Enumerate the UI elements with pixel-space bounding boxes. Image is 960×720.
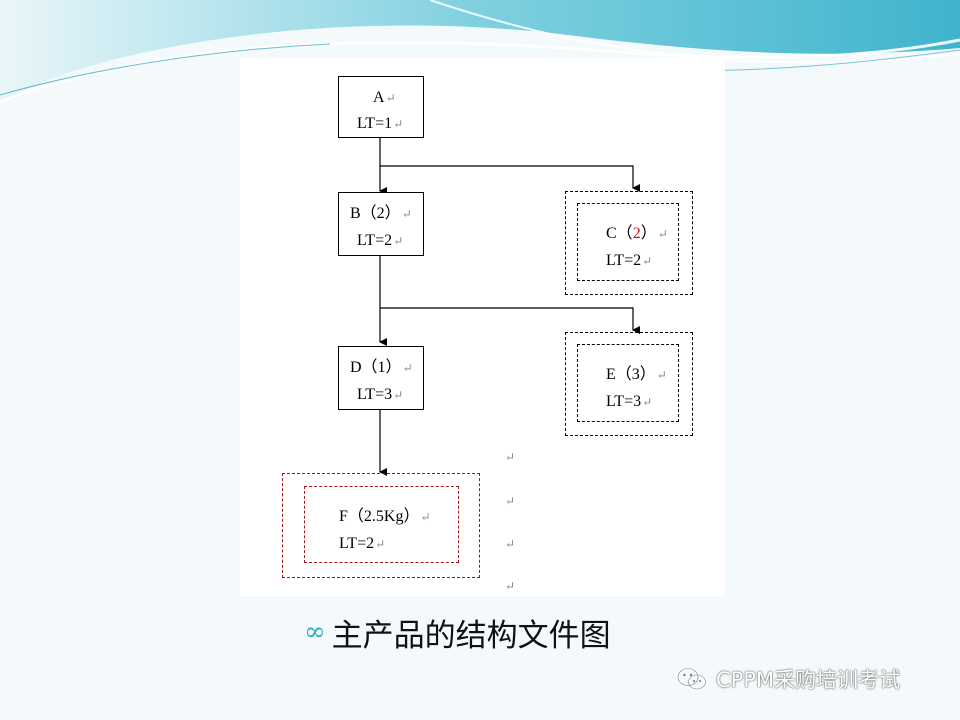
node-c-name-suffix: ）	[640, 225, 657, 242]
wechat-icon	[676, 667, 707, 691]
node-a-lt: LT=1	[357, 115, 393, 132]
node-c-qty: 2	[632, 225, 641, 242]
node-c: C（2）↵ LT=2↵	[565, 191, 693, 295]
node-b: B（2）↵ LT=2↵	[338, 192, 424, 256]
watermark-text: CPPM采购培训考试	[716, 668, 901, 692]
node-d: D（1）↵ LT=3↵	[338, 346, 424, 410]
node-e-name: E（3）	[606, 366, 656, 383]
slide-caption: ∞ 主产品的结构文件图	[304, 610, 611, 654]
node-a-name: A	[373, 89, 385, 106]
paragraph-mark: ↵	[505, 579, 516, 593]
product-structure-diagram: A↵ LT=1↵ B（2）↵ LT=2↵ C（2）↵ LT=2↵ D（1）↵ L…	[240, 58, 725, 596]
node-a: A↵ LT=1↵	[338, 76, 424, 138]
node-d-lt: LT=3	[357, 386, 393, 403]
paragraph-mark: ↵	[505, 537, 516, 551]
diagram-connectors	[379, 136, 640, 476]
node-f-lt: LT=2	[339, 535, 375, 552]
caption-text: 主产品的结构文件图	[331, 617, 611, 654]
node-f-name: F（2.5Kg）	[339, 508, 420, 525]
node-b-name: B（2）	[350, 205, 401, 222]
watermark: CPPM采购培训考试	[676, 664, 900, 694]
node-b-lt: LT=2	[357, 232, 393, 249]
paragraph-mark: ↵	[505, 450, 516, 464]
node-c-lt: LT=2	[606, 252, 642, 269]
node-e: E（3）↵ LT=3↵	[565, 332, 693, 436]
node-d-name: D（1）	[350, 359, 402, 376]
node-f: F（2.5Kg）↵ LT=2↵	[282, 473, 480, 578]
node-e-lt: LT=3	[606, 393, 642, 410]
infinity-bullet-icon: ∞	[304, 617, 326, 647]
node-c-name-prefix: C（	[606, 225, 633, 242]
paragraph-mark: ↵	[505, 494, 516, 508]
